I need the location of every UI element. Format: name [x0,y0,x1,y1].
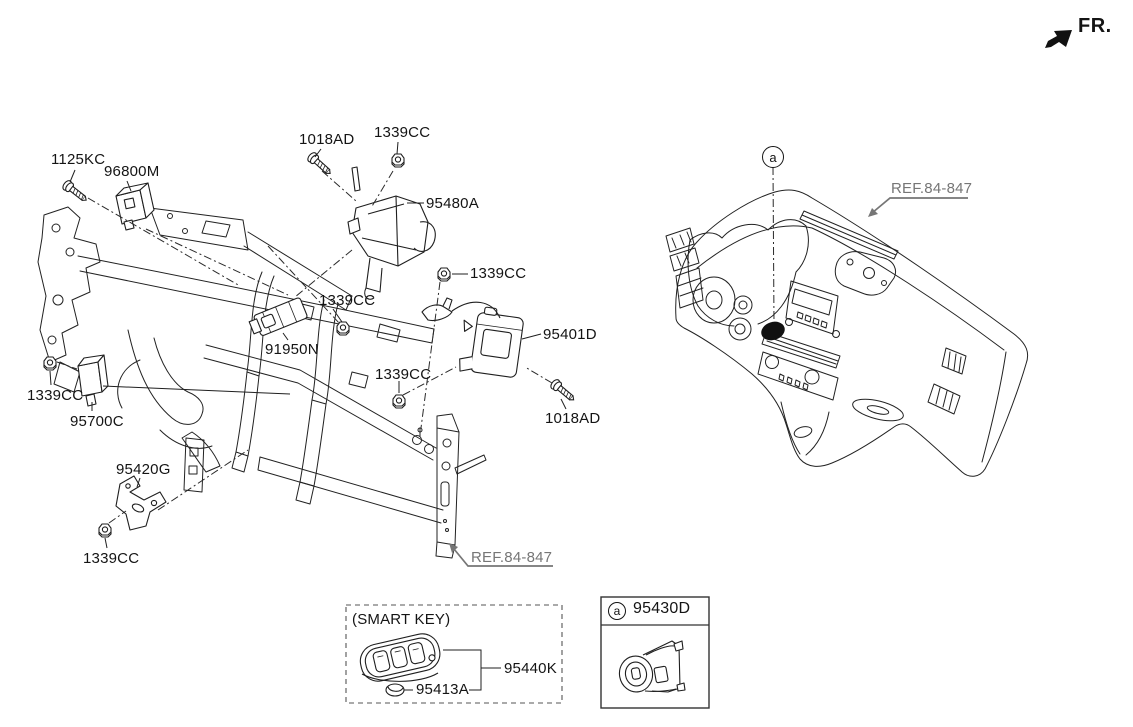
smart-key-box [345,604,563,704]
smart-key-bracket-lines [404,649,501,691]
part-label-95440k: 95440K [504,660,557,677]
ref-leaders [449,197,968,567]
part-label-1018ad-bottom: 1018AD [545,410,601,427]
key-battery [385,683,405,697]
smart-key-fob [359,633,441,682]
ref-label-frame: REF.84-847 [471,549,553,566]
part-label-95430d: 95430D [633,600,691,617]
part-label-1339cc-top: 1339CC [374,124,431,141]
bolt-1018ad-bottom [548,377,578,405]
part-label-1125kc: 1125KC [51,151,106,168]
part-label-95401d: 95401D [543,326,597,343]
nut-1339cc-right [437,267,451,282]
leader-lines [49,141,567,549]
fr-direction-label: FR. [1078,15,1112,37]
assembly-dash-lines [56,166,775,524]
relay-95700c [77,354,109,407]
bracket-95480a [347,166,436,300]
callout-a-dashboard: a [762,146,784,168]
bracket-95420g [115,475,167,531]
part-label-1339cc-right: 1339CC [470,265,527,282]
part-label-1018ad-top: 1018AD [299,131,355,148]
dashboard-drawing [665,189,1029,477]
start-button-box [600,596,710,709]
part-label-1339cc-bottom: 1339CC [83,550,140,567]
crossmember-frame [37,206,487,559]
nut-1339cc-left [43,356,57,371]
part-label-96800m: 96800M [104,163,160,180]
part-label-1339cc-left: 1339CC [27,387,84,404]
part-label-95413a: 95413A [416,681,469,698]
bolt-1018ad-top [305,150,335,178]
nut-1339cc-midleft [336,321,350,336]
nut-1339cc-center [392,394,406,409]
start-button-drawing [618,640,686,693]
part-label-95700c: 95700C [70,413,124,430]
smart-key-caption: (SMART KEY) [352,611,451,628]
bolt-1125kc [60,178,90,205]
part-label-91950n: 91950N [265,341,319,358]
part-label-1339cc-midleft: 1339CC [319,292,376,309]
module-91950n [248,297,308,336]
ref-label-dashboard: REF.84-847 [891,180,973,197]
nut-1339cc-top [391,153,405,168]
part-label-95420g: 95420G [116,461,171,478]
fr-arrow-icon [1045,30,1072,48]
nut-1339cc-bottom [98,523,112,538]
module-95401d [421,297,524,378]
relay-96800m [115,182,155,231]
callout-a-box: a [608,602,626,620]
part-label-95480a: 95480A [426,195,479,212]
part-label-1339cc-center: 1339CC [375,366,432,383]
